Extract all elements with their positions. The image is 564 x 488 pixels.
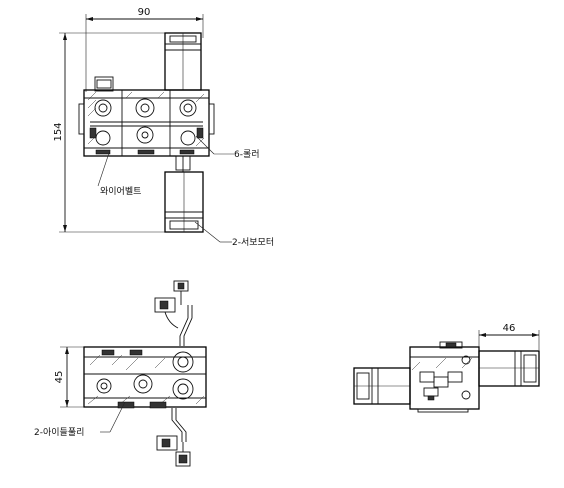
dimension-side-width-label: 46 (503, 323, 516, 334)
front-carriage (83, 346, 207, 409)
top-view: 90 154 (53, 7, 274, 248)
callout-roller: 6-롤러 (195, 135, 260, 160)
side-view: 46 (353, 323, 540, 413)
callout-servo-motor: 2-서보모터 (194, 221, 274, 248)
side-right-motor (478, 350, 540, 387)
callout-idler-pulley: 2-아이들풀리 (34, 401, 126, 438)
side-carriage (409, 341, 480, 413)
dimension-side-width: 46 (478, 323, 540, 350)
callout-wire-belt: 와이어벨트 (97, 149, 141, 197)
dimension-top-width: 90 (85, 7, 204, 92)
callout-servo-motor-label: 2-서보모터 (232, 237, 274, 248)
dimension-front-height-label: 45 (54, 371, 65, 384)
upper-servo-motor (164, 32, 202, 91)
lower-servo-motor (164, 171, 204, 233)
callout-idler-pulley-label: 2-아이들풀리 (34, 427, 84, 438)
side-left-motor (353, 367, 411, 405)
top-carriage (78, 76, 215, 157)
callout-wire-belt-label: 와이어벨트 (100, 185, 141, 197)
dimension-front-height: 45 (54, 346, 84, 408)
dimension-top-height-label: 154 (53, 122, 64, 141)
front-bottom-connector (156, 408, 191, 467)
dimension-top-height: 154 (53, 32, 165, 233)
top-coupling (175, 155, 191, 172)
callout-roller-label: 6-롤러 (234, 149, 260, 160)
front-top-connector (154, 280, 193, 346)
front-view: 45 2-아이들풀리 (34, 280, 207, 467)
dimension-top-width-label: 90 (138, 7, 151, 18)
